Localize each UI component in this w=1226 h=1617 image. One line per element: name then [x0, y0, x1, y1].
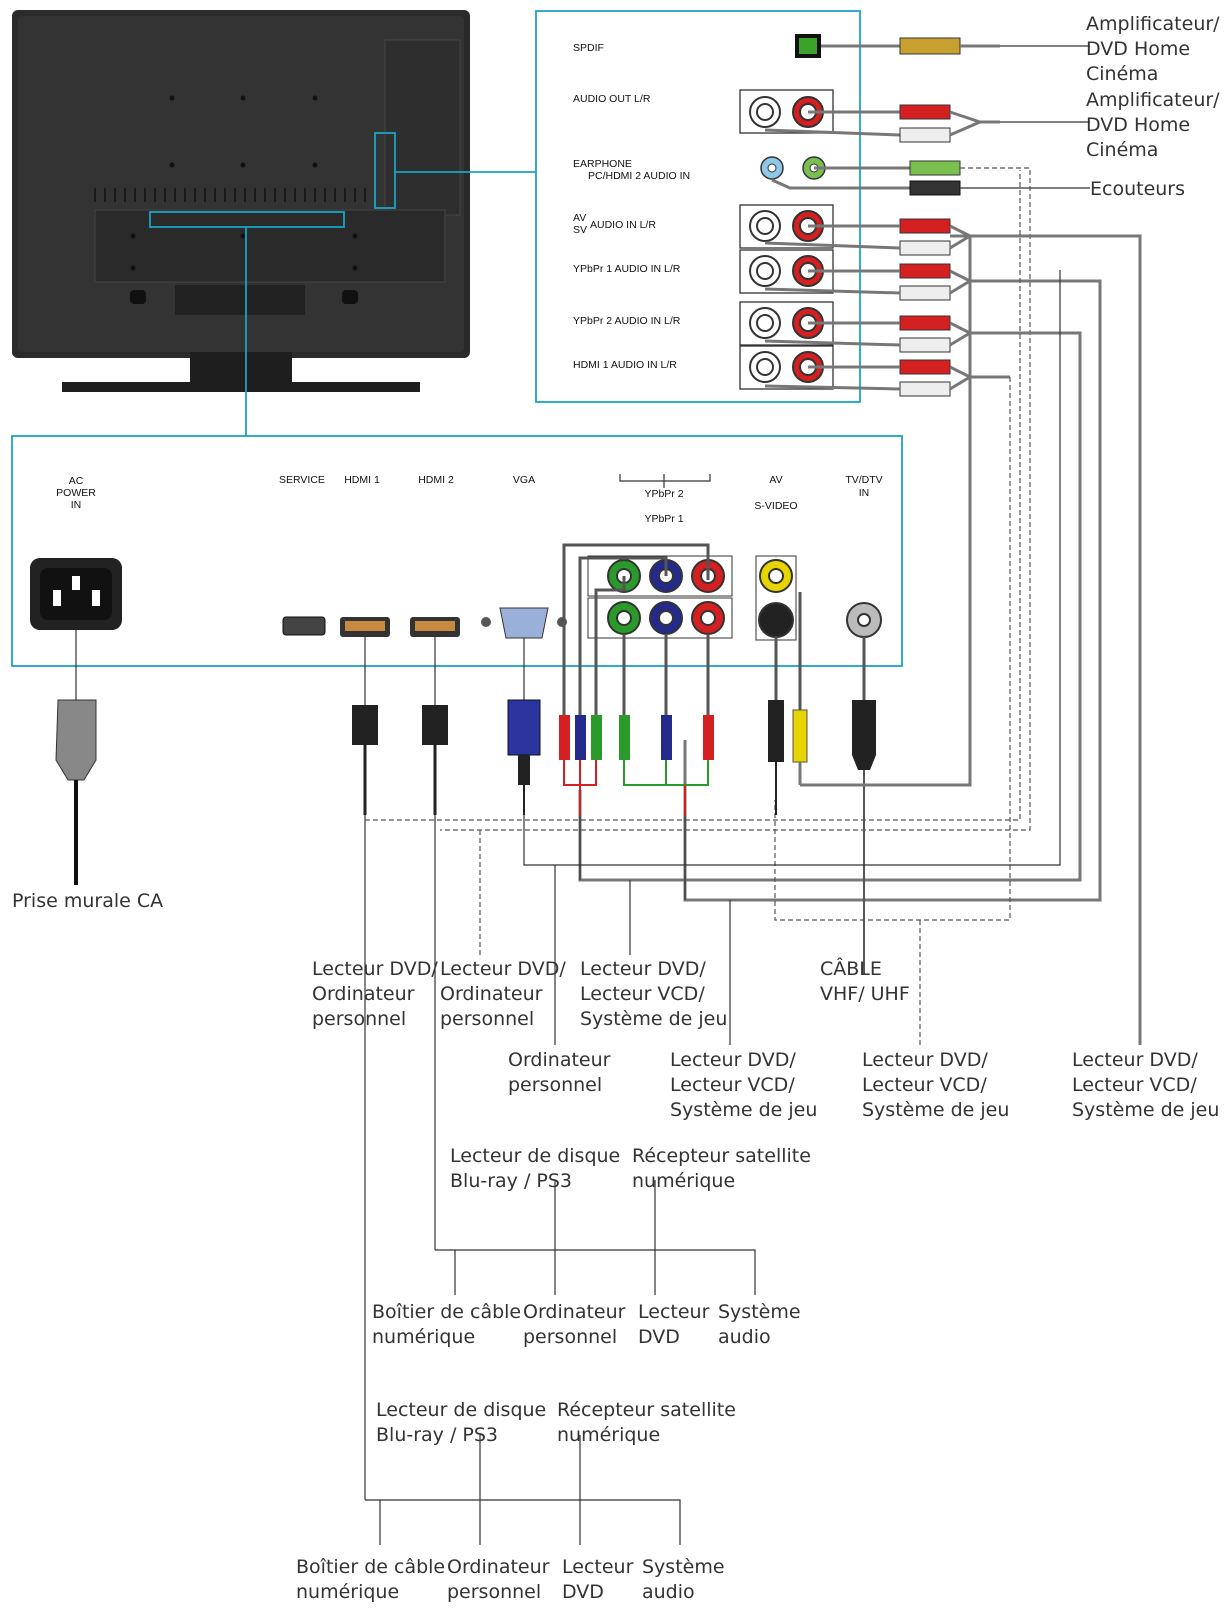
label-svideo: S-VIDEO [754, 500, 797, 512]
label-hdmi1: HDMI 1 [344, 474, 380, 486]
label-tvdtv: TV/DTV [845, 474, 882, 486]
label-bluray-1: Lecteur de disque Blu-ray / PS3 [450, 1145, 626, 1192]
label-av: AV [573, 212, 586, 224]
label-vga: VGA [513, 474, 535, 486]
label-hdmi2: HDMI 2 [418, 474, 454, 486]
device-labels: Amplificateur/ DVD Home Cinéma Amplifica… [12, 13, 1226, 1603]
label-satellite-2: Récepteur satellite numérique [557, 1399, 742, 1446]
label-audio-2: Système audio [642, 1556, 731, 1603]
label-bluray-2: Lecteur de disque Blu-ray / PS3 [376, 1399, 552, 1446]
label-pc-2: Ordinateur personnel [447, 1556, 556, 1603]
side-panel: SPDIF AUDIO OUT L/R EARPHONE PC/HDMI 2 A… [535, 10, 861, 403]
label-dvd-1: Lecteur DVD [638, 1301, 715, 1348]
label-ypbpr2-audio: YPbPr 2 AUDIO IN L/R [573, 315, 681, 327]
label-dvd-pc-1: Lecteur DVD/ Ordinateur personnel [312, 958, 444, 1030]
label-ypbpr1: YPbPr 1 [644, 513, 683, 525]
label-tvdtv-in: IN [859, 487, 870, 499]
label-earphone: EARPHONE [573, 158, 632, 170]
label-ypbpr1-audio: YPbPr 1 AUDIO IN L/R [573, 263, 681, 275]
label-ac: AC [69, 475, 84, 487]
label-pc-hdmi2-audio: PC/HDMI 2 AUDIO IN [588, 170, 690, 182]
label-dvd-vcd-game-4: Lecteur DVD/ Lecteur VCD/ Système de jeu [1072, 1049, 1219, 1121]
tv-back [12, 10, 470, 392]
zoom-connectors [245, 171, 536, 436]
label-cable-vhf-uhf: CÂBLE VHF/ UHF [820, 957, 910, 1005]
label-av-bottom: AV [769, 474, 782, 486]
label-audio-out: AUDIO OUT L/R [573, 93, 651, 105]
label-headphones: Ecouteurs [1090, 178, 1185, 200]
label-amplifier-1: Amplificateur/ DVD Home Cinéma [1086, 13, 1226, 85]
side-cables [440, 37, 1142, 1045]
label-hdmi1-audio: HDMI 1 AUDIO IN L/R [573, 359, 677, 371]
label-dvd-vcd-game-2: Lecteur DVD/ Lecteur VCD/ Système de jeu [670, 1049, 817, 1121]
label-ypbpr2: YPbPr 2 [644, 488, 683, 500]
label-sv: SV [573, 224, 587, 236]
label-audio-1: Système audio [718, 1301, 807, 1348]
label-wall-outlet: Prise murale CA [12, 890, 163, 912]
label-pc: Ordinateur personnel [508, 1049, 617, 1096]
bottom-cables [55, 170, 1061, 1545]
label-dvd-vcd-game-1: Lecteur DVD/ Lecteur VCD/ Système de jeu [580, 958, 727, 1030]
ac-inlet [30, 558, 122, 630]
label-dvd-2: Lecteur DVD [562, 1556, 639, 1603]
label-dvd-vcd-game-3: Lecteur DVD/ Lecteur VCD/ Système de jeu [862, 1049, 1009, 1121]
label-cablebox-2: Boîtier de câble numérique [296, 1556, 451, 1603]
label-satellite-1: Récepteur satellite numérique [632, 1145, 817, 1192]
bottom-panel: AC POWER IN SERVICE HDMI 1 HDMI 2 VGA YP… [11, 435, 903, 667]
label-in: IN [71, 499, 82, 511]
label-av-audio-in: AUDIO IN L/R [590, 219, 656, 231]
label-cablebox-1: Boîtier de câble numérique [372, 1301, 527, 1348]
label-pc-1: Ordinateur personnel [523, 1301, 632, 1348]
label-amplifier-2: Amplificateur/ DVD Home Cinéma [1086, 89, 1226, 161]
label-service: SERVICE [279, 474, 325, 486]
label-power: POWER [56, 487, 96, 499]
label-dvd-pc-2: Lecteur DVD/ Ordinateur personnel [440, 958, 572, 1030]
label-spdif: SPDIF [573, 42, 604, 54]
rca-pairs [739, 89, 834, 390]
